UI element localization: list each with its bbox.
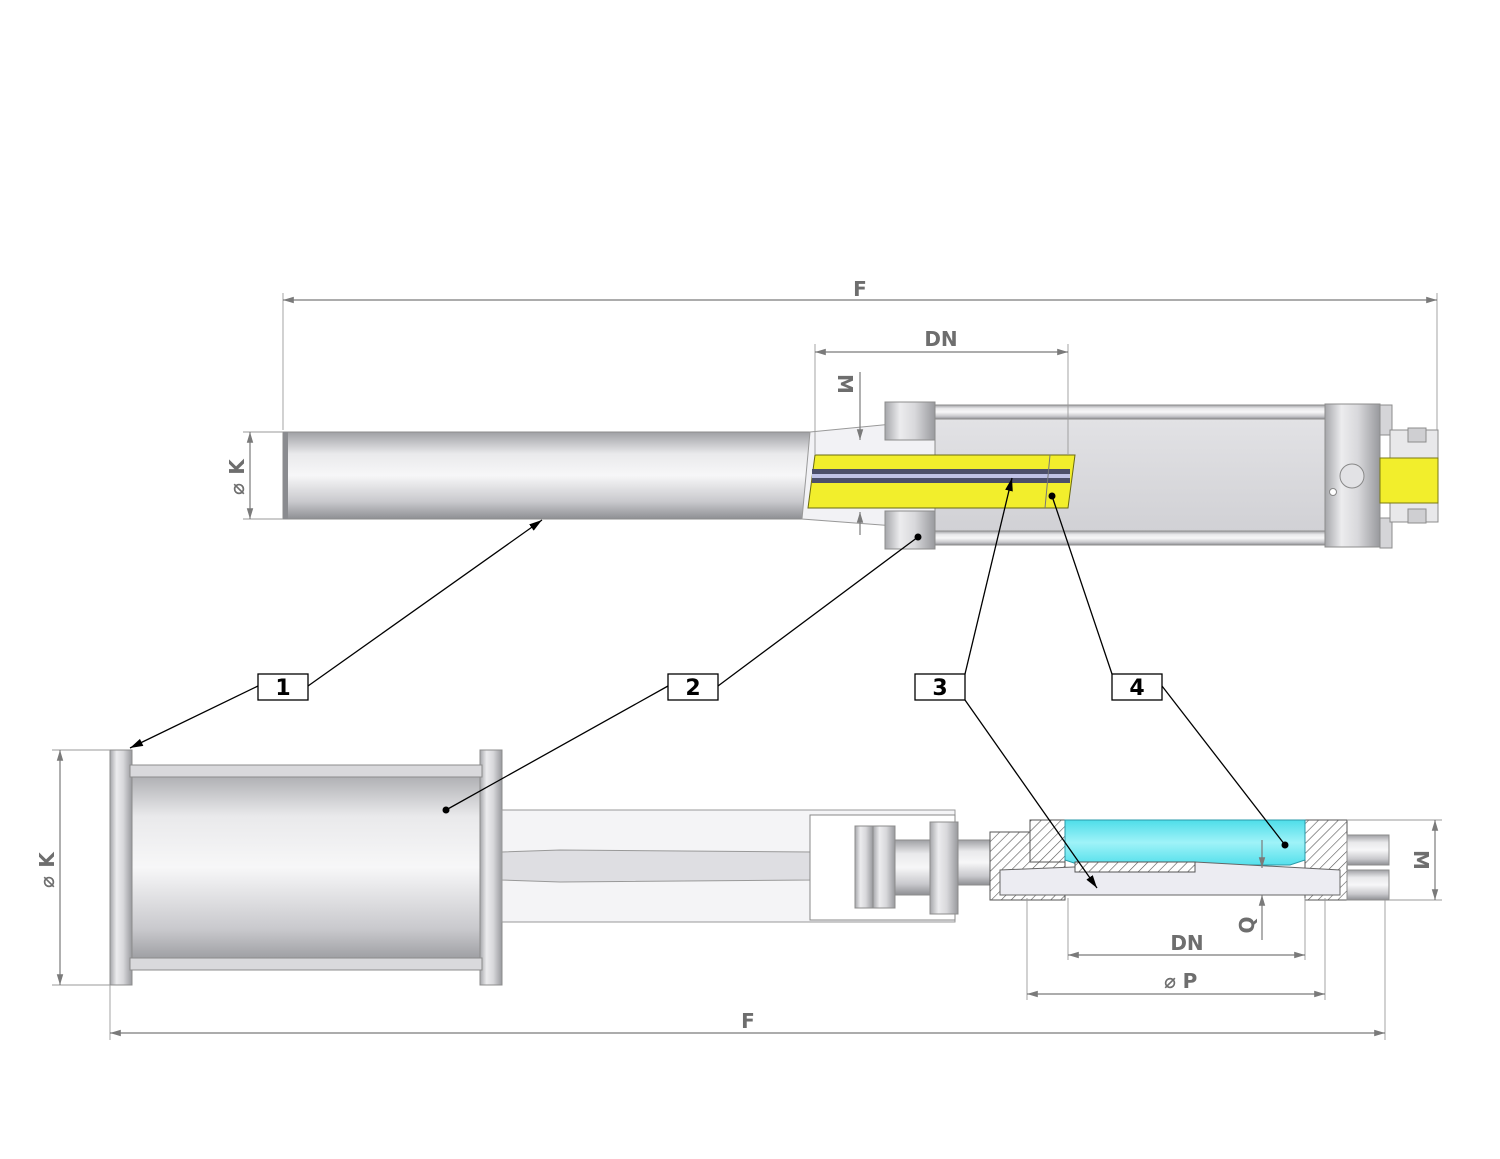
top-seat-divider <box>1044 454 1051 509</box>
bottom-dim-label-p: P <box>1183 969 1198 993</box>
top-dim-symbol-k: ⌀ <box>225 483 249 495</box>
top-housing-lower-rail <box>934 530 1331 546</box>
bottom-tie-rod-lower <box>129 957 483 971</box>
callout-3-number: 3 <box>932 676 947 701</box>
bottom-dim-symbol-k: ⌀ <box>35 876 59 888</box>
bottom-dim-label-k: K <box>35 851 59 868</box>
bottom-tie-rod-upper <box>129 764 483 778</box>
callout-2-box <box>667 673 719 701</box>
callout-4-number: 4 <box>1129 676 1144 701</box>
bottom-coupling-nut-2 <box>872 825 896 909</box>
callout-3-leader-bottom <box>964 699 1098 889</box>
top-flange-block-upper <box>884 401 936 441</box>
bottom-coupling-nut-1 <box>854 825 874 909</box>
callouts: 1 2 3 4 <box>129 477 1289 889</box>
callout-1-leader-top <box>307 519 543 687</box>
bottom-outlet-stub-lower <box>1346 869 1390 901</box>
top-end-plate-boss <box>1339 463 1365 489</box>
bottom-cylinder-barrel <box>129 764 483 971</box>
bottom-stem <box>957 839 994 886</box>
bottom-dim-symbol-p: ⌀ <box>1164 969 1176 993</box>
bottom-coupling-body <box>894 839 931 896</box>
callout-4-leader-bottom <box>1161 685 1286 846</box>
top-end-bolt-lower <box>1379 517 1393 549</box>
top-tube-end-cap <box>283 432 288 519</box>
bottom-yoke-taper <box>501 849 813 883</box>
bottom-body-left-flange <box>1029 819 1066 863</box>
bottom-gate-blade-hatch <box>1074 861 1196 873</box>
top-clevis-nut-upper <box>1407 427 1427 443</box>
callout-3-box <box>914 673 966 701</box>
callout-2-leader-bottom <box>445 685 669 811</box>
callout-1-number: 1 <box>275 676 290 701</box>
top-dim-label-f: F <box>853 277 867 301</box>
top-view: F DN M ⌀ K <box>225 277 1439 550</box>
callout-2-dot-top <box>914 533 922 541</box>
top-end-plate-hole <box>1329 488 1337 496</box>
top-housing-upper-rail <box>934 404 1331 420</box>
bottom-cylinder-left-cap <box>109 749 133 986</box>
top-dim-label-dn: DN <box>924 327 957 351</box>
bottom-coupling-nut-3 <box>929 821 959 915</box>
bottom-outlet-stub-upper <box>1346 834 1390 866</box>
top-end-bolt-upper <box>1379 404 1393 436</box>
bottom-dim-label-dn: DN <box>1170 931 1203 955</box>
bottom-dim-label-m: M <box>1409 850 1433 870</box>
callout-1-leader-bottom <box>129 685 259 749</box>
bottom-view: F DN ⌀ P Q M ⌀ K <box>35 749 1442 1040</box>
callout-4-leader-top <box>1051 495 1113 675</box>
bottom-cyan-seal <box>1064 819 1306 866</box>
bottom-dim-label-q: Q <box>1235 916 1259 933</box>
callout-3-leader-top <box>964 477 1013 675</box>
top-dim-label-k: K <box>225 458 249 475</box>
callout-2-number: 2 <box>685 676 700 701</box>
top-clevis-nut-lower <box>1407 508 1427 524</box>
bottom-dim-label-f: F <box>741 1009 755 1033</box>
callout-4-dot-top <box>1048 492 1056 500</box>
callout-1-box <box>257 673 309 701</box>
callout-4-box <box>1111 673 1163 701</box>
top-gate-blade-highlight <box>812 474 1070 478</box>
top-actuator-tube <box>282 431 844 520</box>
callout-4-dot-bottom <box>1281 841 1289 849</box>
top-clevis-yellow <box>1379 457 1439 504</box>
top-dim-label-m: M <box>833 374 857 394</box>
callout-2-leader-top <box>717 536 919 687</box>
callout-2-dot-bottom <box>442 806 450 814</box>
